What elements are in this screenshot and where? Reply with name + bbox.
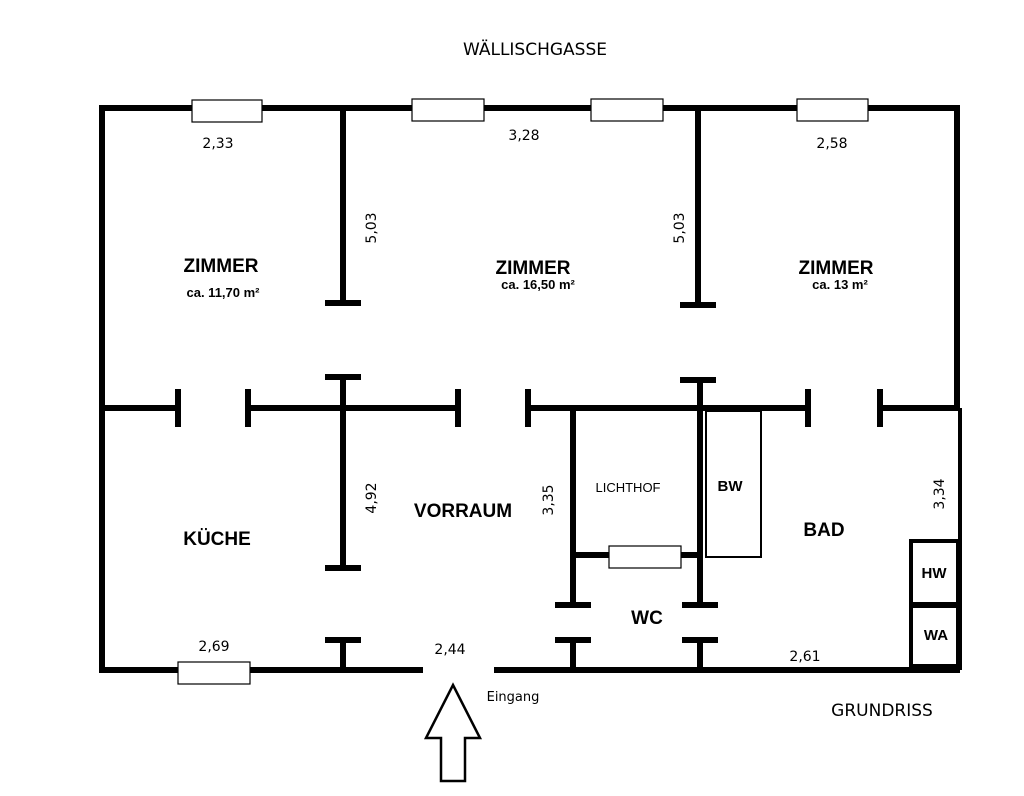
room-zimmer-2: ZIMMER (496, 258, 571, 279)
dim-top-right: 2,58 (816, 136, 847, 152)
area-zimmer-2: ca. 16,50 m² (501, 277, 575, 292)
room-bad: BAD (803, 520, 844, 541)
wa-box (909, 604, 960, 668)
bathtub (705, 410, 762, 558)
dim-bottom-mid: 2,44 (434, 642, 465, 658)
room-vorraum: VORRAUM (414, 501, 512, 522)
wa-label: WA (924, 627, 948, 644)
room-wc: WC (631, 608, 663, 629)
entrance-arrow-icon (423, 682, 483, 783)
area-zimmer-1: ca. 11,70 m² (187, 285, 261, 300)
room-lichthof: LICHTHOF (596, 480, 661, 495)
interior-walls (99, 105, 960, 673)
dim-wall-left: 5,03 (364, 212, 380, 243)
dim-bad-wall: 3,34 (932, 478, 948, 509)
dim-top-mid: 3,28 (508, 128, 539, 144)
bathtub-label: BW (718, 478, 744, 495)
dim-wall-right: 5,03 (672, 212, 688, 243)
dim-bottom-left: 2,69 (198, 639, 229, 655)
room-zimmer-1: ZIMMER (184, 256, 259, 277)
street-name: WÄLLISCHGASSE (463, 39, 607, 60)
area-zimmer-3: ca. 13 m² (812, 277, 868, 292)
room-zimmer-3: ZIMMER (799, 258, 874, 279)
window-bottom (177, 661, 251, 685)
dim-vorraum-wall: 4,92 (364, 482, 380, 513)
dim-lichthof-wall: 3,35 (541, 484, 557, 515)
hw-label: HW (922, 565, 948, 582)
lichthof-window (608, 545, 682, 569)
dim-bottom-right: 2,61 (789, 649, 820, 665)
windows-top (191, 98, 869, 123)
room-kueche: KÜCHE (183, 529, 251, 550)
dim-top-left: 2,33 (202, 136, 233, 152)
plan-title: GRUNDRISS (831, 701, 933, 721)
entrance-label: Eingang (487, 690, 540, 705)
